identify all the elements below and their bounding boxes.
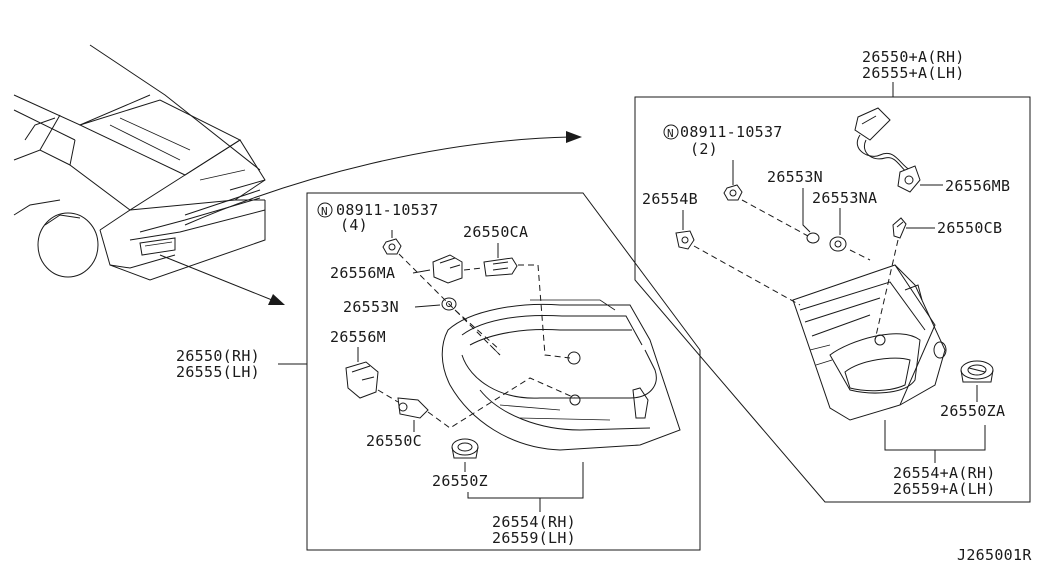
label-26550C: 26550C	[366, 432, 422, 450]
label-26553N-left: 26553N	[343, 298, 399, 316]
bulb-icon-26550CA	[483, 257, 518, 277]
label-26556MA: 26556MA	[330, 264, 395, 282]
diagram-id: J265001R	[957, 546, 1032, 564]
rear-lamp-assembly-left	[441, 299, 681, 451]
label-26555-lh: 26555(LH)	[176, 363, 260, 381]
label-26559A-lh: 26559+A(LH)	[893, 480, 996, 498]
label-26553NA: 26553NA	[812, 189, 877, 207]
label-26554-rh: 26554(RH)	[492, 513, 576, 531]
arrow-to-left-box	[159, 254, 273, 301]
nut-icon-right	[723, 184, 743, 201]
label-26556M: 26556M	[330, 328, 386, 346]
rear-lamp-assembly-right	[792, 264, 947, 421]
bulb-icon-26550CB	[892, 217, 907, 239]
label-26550Z: 26550Z	[432, 472, 488, 490]
washer-icon-na	[829, 236, 847, 252]
nut-icon-left	[382, 238, 402, 255]
n-symbol-text: N	[667, 127, 674, 140]
socket-icon-26550ZA	[960, 360, 994, 383]
right-box-frame	[634, 96, 1031, 503]
socket-icon-26550Z	[451, 438, 479, 459]
label-26553N-right: 26553N	[767, 168, 823, 186]
left-box-frame	[306, 192, 701, 551]
car-illustration	[13, 44, 266, 281]
label-08911-10537-right: 08911-10537	[680, 123, 783, 141]
label-26550A-rh: 26550+A(RH)	[862, 48, 965, 66]
grommet-icon-right	[806, 232, 820, 244]
label-26550ZA: 26550ZA	[940, 402, 1005, 420]
label-26555A-lh: 26555+A(LH)	[862, 64, 965, 82]
label-26550CB: 26550CB	[937, 219, 1002, 237]
label-08911-10537-left: 08911-10537	[336, 201, 439, 219]
label-26550-rh: 26550(RH)	[176, 347, 260, 365]
arrow-head-right	[566, 131, 582, 143]
socket-icon-26556MA	[432, 254, 463, 284]
n-symbol-icon-left	[317, 202, 333, 218]
label-26554A-rh: 26554+A(RH)	[893, 464, 996, 482]
bulb-icon-26550C	[397, 397, 429, 419]
label-26556MB: 26556MB	[945, 177, 1010, 195]
socket-icon-26556M	[345, 361, 379, 399]
label-26554B: 26554B	[642, 190, 698, 208]
clip-icon-26554B	[675, 230, 695, 250]
arrow-head-left	[268, 294, 285, 305]
label-26559-lh: 26559(LH)	[492, 529, 576, 547]
label-qty-2: (2)	[690, 140, 718, 158]
label-26550CA: 26550CA	[463, 223, 528, 241]
n-symbol-text-left: N	[321, 205, 328, 218]
n-symbol-icon	[663, 124, 679, 140]
arrow-to-right-box	[184, 136, 571, 226]
harness-socket-icon	[854, 107, 921, 193]
label-qty-4: (4)	[340, 216, 368, 234]
